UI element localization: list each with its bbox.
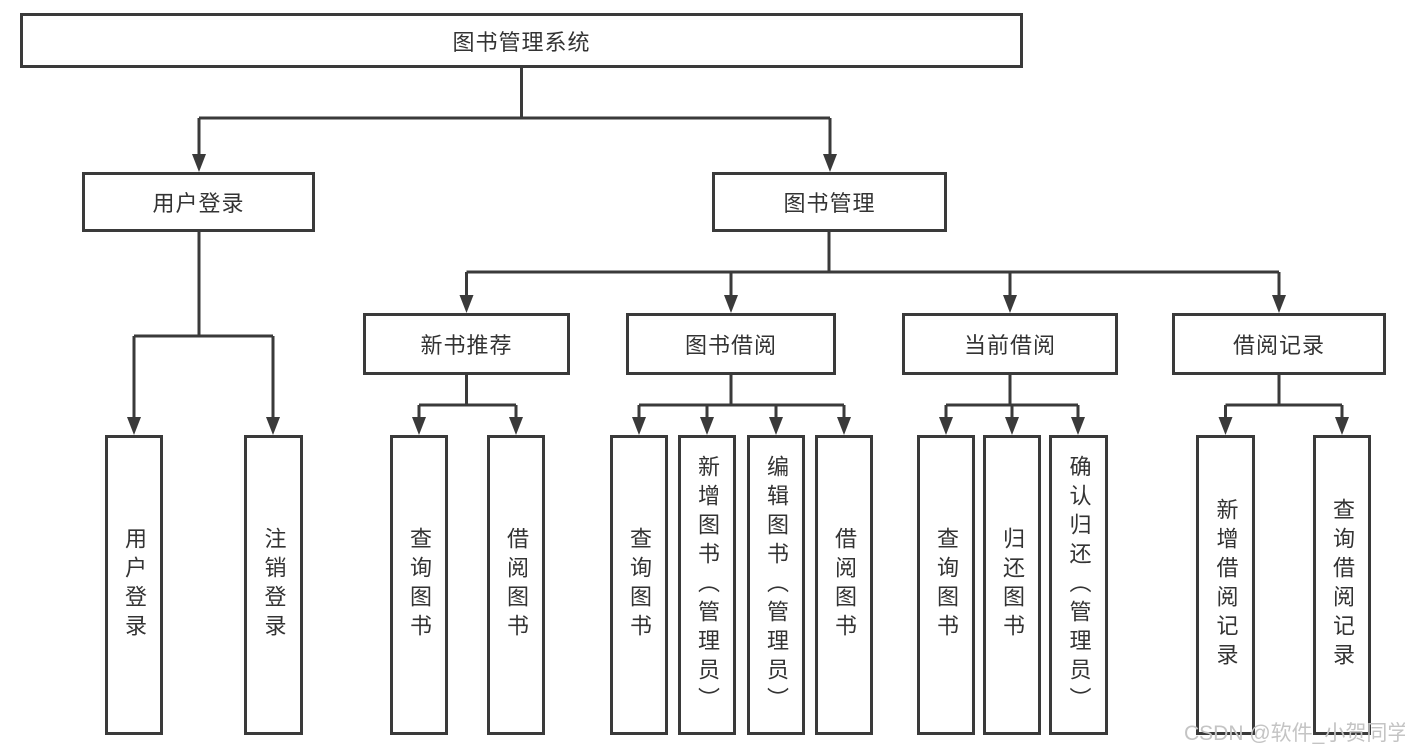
connector-user-login-to-leaves: [127, 232, 280, 435]
arrow-down-icon: [1218, 417, 1233, 435]
arrow-down-icon: [700, 417, 714, 435]
node-user-login-label: 用户登录: [152, 191, 245, 216]
arrow-down-icon: [939, 417, 953, 435]
connector-new-book-recommend-to-leaves: [412, 375, 523, 435]
arrow-down-icon: [837, 417, 851, 435]
csdn-watermark: CSDN @软件_小贺同学: [1184, 722, 1405, 745]
leaf-cb-return-books-label: 归还图书: [1000, 527, 1025, 643]
node-current-borrowing-label: 当前借阅: [963, 333, 1056, 358]
leaf-bb-query-books-label: 查询图书: [627, 527, 652, 643]
arrow-down-icon: [459, 295, 474, 313]
leaf-br-query-record: 查询借阅记录: [1313, 435, 1371, 735]
arrow-down-icon: [1005, 417, 1019, 435]
leaf-br-add-record: 新增借阅记录: [1196, 435, 1255, 735]
connector-borrowing-records-to-leaves: [1218, 375, 1349, 435]
node-book-borrowing-label: 图书借阅: [684, 333, 777, 358]
leaf-nbr-query-books: 查询图书: [390, 435, 448, 735]
arrow-down-icon: [1003, 295, 1017, 313]
connector-current-borrowing-to-leaves: [939, 375, 1085, 435]
connector-root-to-level2: [192, 68, 837, 172]
node-borrowing-records-label: 借阅记录: [1232, 333, 1325, 358]
node-root-system: 图书管理系统: [20, 13, 1023, 68]
arrow-down-icon: [1335, 417, 1349, 435]
node-book-borrowing: 图书借阅: [626, 313, 836, 375]
arrow-down-icon: [127, 417, 141, 435]
arrow-down-icon: [823, 154, 837, 172]
leaf-br-add-record-label: 新增借阅记录: [1213, 498, 1239, 672]
leaf-logout: 注销登录: [244, 435, 303, 735]
arrow-down-icon: [632, 417, 646, 435]
leaf-cb-query-books-label: 查询图书: [934, 527, 959, 643]
leaf-bb-borrow-books: 借阅图书: [815, 435, 873, 735]
leaf-cb-confirm-return: 确认归还（管理员）: [1049, 435, 1108, 735]
leaf-br-query-record-label: 查询借阅记录: [1330, 498, 1355, 672]
connector-book-borrowing-to-leaves: [632, 375, 851, 435]
leaf-bb-add-books-label: 新增图书（管理员）: [695, 454, 720, 716]
arrow-down-icon: [769, 417, 783, 435]
leaf-nbr-query-books-label: 查询图书: [407, 527, 432, 643]
leaf-nbr-borrow-books: 借阅图书: [487, 435, 545, 735]
arrow-down-icon: [266, 417, 280, 435]
connector-book-management-to-level3: [459, 232, 1286, 313]
arrow-down-icon: [1272, 295, 1286, 313]
node-new-book-recommend-label: 新书推荐: [420, 333, 513, 358]
leaf-bb-borrow-books-label: 借阅图书: [832, 527, 857, 643]
node-new-book-recommend: 新书推荐: [363, 313, 570, 375]
node-user-login: 用户登录: [82, 172, 315, 232]
leaf-cb-return-books: 归还图书: [983, 435, 1041, 735]
leaf-cb-query-books: 查询图书: [917, 435, 975, 735]
arrow-down-icon: [509, 417, 523, 435]
leaf-bb-edit-books: 编辑图书（管理员）: [747, 435, 805, 735]
leaf-bb-add-books: 新增图书（管理员）: [678, 435, 736, 735]
leaf-cb-confirm-return-label: 确认归还（管理员）: [1066, 454, 1092, 716]
leaf-user-login-label: 用户登录: [122, 527, 147, 643]
arrow-down-icon: [192, 154, 206, 172]
node-borrowing-records: 借阅记录: [1172, 313, 1386, 375]
arrow-down-icon: [1071, 417, 1085, 435]
arrow-down-icon: [412, 417, 426, 435]
leaf-bb-edit-books-label: 编辑图书（管理员）: [764, 454, 789, 716]
node-current-borrowing: 当前借阅: [902, 313, 1118, 375]
leaf-logout-label: 注销登录: [261, 527, 287, 643]
node-book-management-label: 图书管理: [783, 191, 876, 216]
leaf-bb-query-books: 查询图书: [610, 435, 668, 735]
node-book-management: 图书管理: [712, 172, 947, 232]
arrow-down-icon: [724, 295, 738, 313]
leaf-nbr-borrow-books-label: 借阅图书: [504, 527, 529, 643]
leaf-user-login: 用户登录: [105, 435, 163, 735]
node-root-label: 图书管理系统: [452, 29, 591, 55]
